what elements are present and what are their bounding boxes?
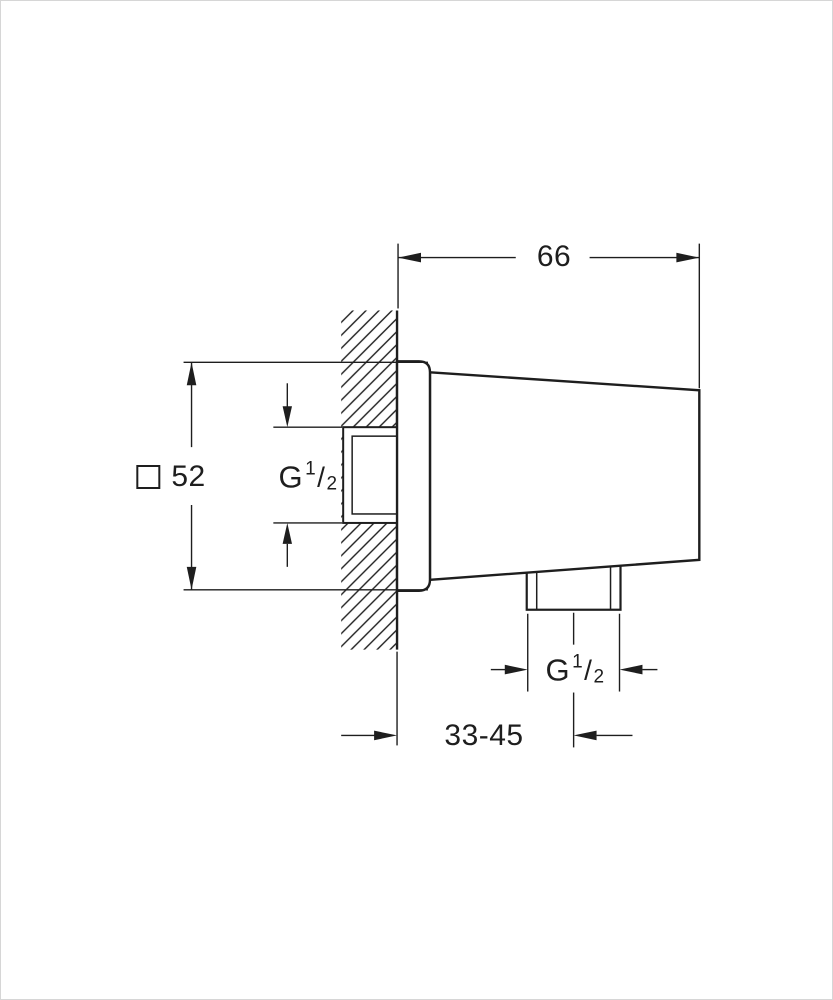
outlet-thread-denominator: 2 — [593, 666, 605, 688]
flange-square-value: 52 — [171, 460, 206, 493]
dimension-offset — [341, 651, 633, 746]
inlet-thread-denominator: 2 — [326, 473, 338, 495]
dimension-label-outlet-thread: G 1 / 2 — [542, 651, 608, 688]
dimension-52 — [183, 361, 428, 591]
outlet-thread-g: G — [545, 652, 571, 688]
outlet-thread-numerator: 1 — [572, 651, 584, 673]
dimension-label-wall-offset: 33-45 — [441, 721, 527, 751]
inlet-connector — [342, 426, 401, 524]
outlet-thread-slash: / — [584, 654, 593, 685]
wall-flange — [395, 360, 432, 592]
inlet-thread-g: G — [278, 459, 304, 495]
dimension-label-top-width: 66 — [533, 242, 575, 272]
dimension-66 — [397, 243, 701, 389]
inlet-thread-slash: / — [317, 461, 326, 492]
product-body — [428, 371, 701, 582]
inlet-thread-numerator: 1 — [305, 458, 317, 480]
square-symbol-icon — [136, 465, 161, 489]
dimension-label-flange-square: 52 — [133, 460, 209, 493]
dimension-outlet-thread — [490, 612, 658, 748]
dimension-label-inlet-thread: G 1 / 2 — [275, 458, 341, 495]
dimension-inlet-thread — [273, 383, 343, 567]
